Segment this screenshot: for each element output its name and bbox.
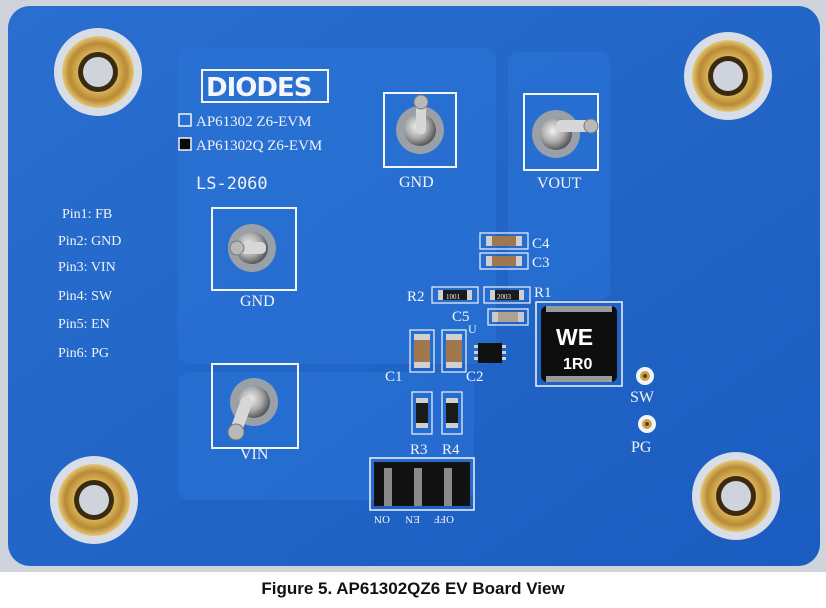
board-photo: DIODES AP61302 Z6-EVM AP61302Q Z6-EVM LS… (0, 0, 826, 572)
serial-number: LS-2060 (196, 174, 268, 194)
u-label: U (468, 322, 477, 336)
test-point-pg (638, 415, 656, 433)
terminal-gnd-left-label: GND (240, 293, 275, 310)
test-point-pg-label: PG (631, 439, 652, 456)
capacitor-c3 (479, 252, 529, 270)
capacitor-c4 (479, 232, 529, 250)
capacitor-c1 (409, 329, 435, 373)
r4-label: R4 (442, 442, 460, 458)
pin-2-label: Pin2: GND (58, 234, 121, 249)
resistor-r3 (411, 391, 433, 435)
r2-label: R2 (407, 289, 425, 305)
jumper-header (369, 457, 475, 511)
terminal-vin-label: VIN (240, 446, 269, 463)
mounting-hole-tr (684, 32, 772, 120)
c3-label: C3 (532, 255, 550, 271)
r1-code: 2003 (497, 293, 512, 301)
inductor-value: 1R0 (563, 356, 592, 373)
capacitor-c5 (487, 308, 529, 326)
logo-box (201, 69, 329, 103)
pin-6-label: Pin6: PG (58, 346, 109, 361)
test-point-sw-label: SW (630, 389, 655, 406)
c5-label: C5 (452, 309, 470, 325)
terminal-gnd-left (211, 207, 297, 291)
figure-caption: Figure 5. AP61302QZ6 EV Board View (261, 579, 565, 598)
header-label-off: OFF (434, 513, 454, 525)
variant-2-label: AP61302Q Z6-EVM (196, 138, 322, 154)
header-label-on: ON (374, 513, 390, 525)
c2-label: C2 (466, 369, 484, 385)
test-point-sw (636, 367, 654, 385)
variant-1-checkbox (178, 113, 192, 127)
r3-label: R3 (410, 442, 428, 458)
header-label-en: EN (405, 513, 420, 525)
resistor-r4 (441, 391, 463, 435)
variant-1-label: AP61302 Z6-EVM (196, 114, 311, 130)
c4-label: C4 (532, 236, 550, 252)
terminal-vout (523, 93, 599, 171)
terminal-vin (211, 363, 299, 449)
r1-label: R1 (534, 285, 552, 301)
terminal-gnd-top (383, 92, 457, 168)
terminal-gnd-top-label: GND (399, 174, 434, 191)
mounting-hole-br (692, 452, 780, 540)
inductor-l1: WE 1R0 (535, 301, 623, 387)
resistor-r2: 1001 (431, 286, 479, 304)
terminal-vout-label: VOUT (537, 175, 582, 192)
pin-1-label: Pin1: FB (62, 207, 112, 222)
pin-5-label: Pin5: EN (58, 317, 110, 332)
resistor-r1: 2003 (483, 286, 531, 304)
pin-4-label: Pin4: SW (58, 289, 113, 304)
variant-2-checkbox (178, 137, 192, 151)
ic-u1 (474, 343, 506, 363)
logo-text: DIODES (206, 73, 311, 103)
mounting-hole-tl (54, 28, 142, 116)
inductor-brand: WE (556, 324, 593, 350)
c1-label: C1 (385, 369, 403, 385)
r2-code: 1001 (446, 293, 461, 301)
pin-3-label: Pin3: VIN (58, 260, 116, 275)
copper-vout (508, 52, 610, 300)
capacitor-c2 (441, 329, 467, 373)
mounting-hole-bl (50, 456, 138, 544)
